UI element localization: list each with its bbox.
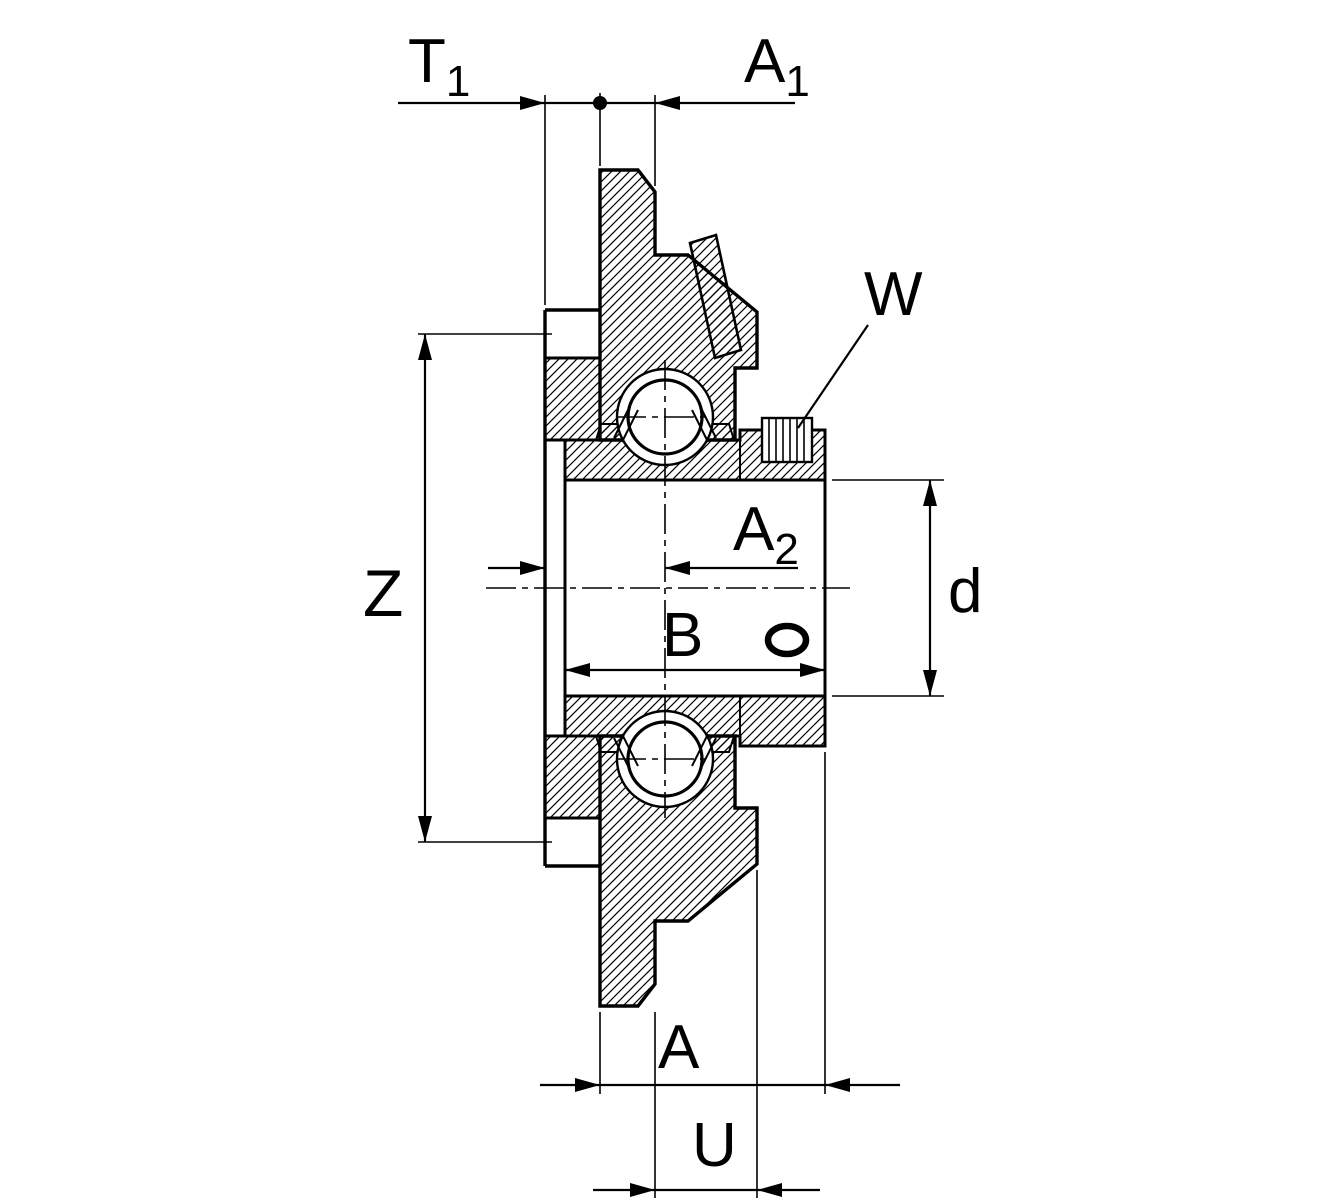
z-arrow-bottom [418,816,432,842]
dimension-labels: T1 A1 W Z A2 d B A U [363,27,982,1180]
dimensions [398,93,944,1198]
angled-lube-hole [688,233,743,360]
label-a1: A1 [744,27,810,106]
label-u: U [692,1111,737,1180]
u-arrow-right [757,1183,782,1197]
w-leader-line [797,324,869,429]
flange-plate-lower-section [543,734,602,820]
a1-arrow [655,96,680,110]
label-w: W [864,260,923,329]
label-z: Z [363,556,403,630]
grub-screw [760,416,814,464]
b-arrow-right [800,663,825,677]
oil-hole [764,622,810,658]
d-arrow-top [923,480,937,506]
housing-section [543,168,827,1008]
d-arrow-bottom [923,670,937,696]
z-arrow-top [418,334,432,360]
t1-arrow [520,96,545,110]
label-b: B [662,601,703,670]
b-arrow-left [565,663,590,677]
a2-arrow-right [665,561,690,575]
label-a: A [658,1013,700,1082]
u-arrow-left [630,1183,655,1197]
flange-plate-upper-section [543,356,602,442]
a-arrow-left [575,1078,600,1092]
t1-a1-dot [593,96,607,110]
a-arrow-right [825,1078,850,1092]
seal-marks [613,405,717,771]
label-a2: A2 [733,495,799,574]
label-t1: T1 [408,27,470,106]
label-d: d [948,557,982,626]
centerlines [486,360,850,818]
a2-arrow-left [520,561,545,575]
